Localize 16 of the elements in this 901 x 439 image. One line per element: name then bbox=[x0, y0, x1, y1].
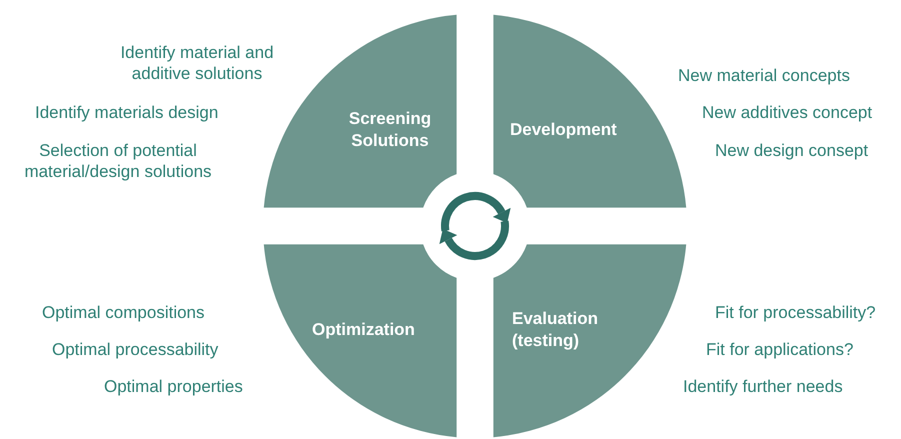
bullet-text: Optimal properties bbox=[104, 376, 243, 397]
bullet-text: Identify material and additive solutions bbox=[119, 42, 275, 84]
bullet-text: Identify further needs bbox=[683, 376, 843, 397]
quadrant-title: Development bbox=[510, 119, 618, 141]
bullet-text: Selection of potential material/design solutions bbox=[23, 140, 213, 182]
quadrant-title: Screening Solutions bbox=[348, 108, 432, 152]
quadrant-title: Optimization bbox=[312, 319, 416, 341]
bullet-text: Optimal processability bbox=[52, 339, 218, 360]
bullet-text: Fit for applications? bbox=[706, 339, 854, 360]
bullet-text: Optimal compositions bbox=[42, 302, 205, 323]
bullet-text: Fit for processability? bbox=[715, 302, 876, 323]
bullet-text: New material concepts bbox=[678, 65, 850, 86]
quadrant-title: Evaluation (testing) bbox=[512, 308, 599, 352]
bullet-text: New additives concept bbox=[702, 102, 872, 123]
bullet-text: Identify materials design bbox=[35, 102, 218, 123]
bullet-text: New design consept bbox=[715, 140, 868, 161]
